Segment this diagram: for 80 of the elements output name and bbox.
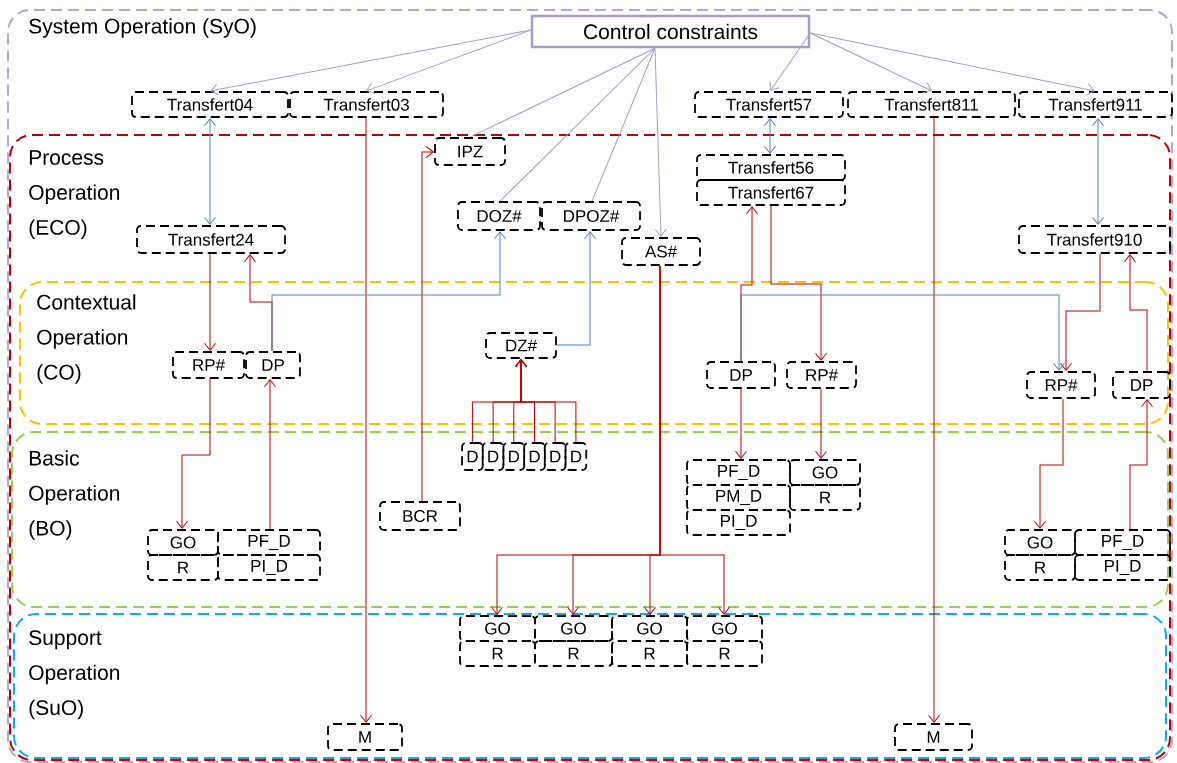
connector-line: [499, 47, 656, 202]
process-box: Transfert57: [694, 91, 844, 118]
arrow: [764, 118, 776, 154]
arrow: [1060, 253, 1101, 371]
process-box: Transfert24: [136, 225, 286, 254]
process-box: Transfert811: [847, 91, 1016, 118]
process-box: GO: [789, 459, 861, 486]
process-box: DP: [245, 351, 301, 379]
process-box: R: [1004, 554, 1076, 581]
process-box: RP#: [172, 351, 245, 379]
process-box: DP: [706, 361, 776, 389]
arrow: [809, 32, 932, 94]
arrow: [1034, 398, 1064, 529]
arrow: [366, 29, 532, 95]
process-box: DP: [1112, 371, 1171, 399]
process-box: R: [789, 484, 861, 511]
process-box: Transfert911: [1018, 91, 1173, 118]
connector-line: [469, 47, 656, 138]
process-box: GO: [459, 615, 536, 642]
process-box: R: [147, 554, 219, 581]
process-box: Transfert03: [289, 91, 444, 118]
arrow: [809, 32, 1095, 96]
process-box: GO: [147, 529, 219, 556]
process-box: GO: [534, 615, 613, 642]
process-box: BCR: [379, 501, 461, 531]
process-box: R: [459, 640, 536, 667]
process-box: DPOZ#: [541, 201, 641, 231]
process-box: R: [686, 640, 763, 667]
process-box: DOZ#: [457, 201, 541, 231]
process-box: D: [523, 442, 546, 471]
process-box: D: [543, 442, 567, 471]
process-box: D: [502, 442, 526, 471]
process-box: RP#: [1026, 371, 1096, 399]
arrow: [928, 117, 940, 723]
arrow: [421, 146, 434, 502]
arrow: [1129, 399, 1153, 530]
arrow: [204, 118, 216, 225]
process-box: IPZ: [434, 137, 506, 166]
arrow: [1124, 254, 1148, 372]
arrow: [176, 378, 211, 529]
process-box: D: [481, 442, 505, 471]
process-box: R: [611, 640, 688, 667]
process-box: PF_D: [217, 529, 321, 556]
arrow: [769, 32, 811, 91]
process-box: PI_D: [217, 554, 321, 581]
arrow: [360, 117, 372, 723]
process-box: Transfert04: [131, 91, 289, 118]
process-box: AS#: [621, 237, 701, 266]
connector-line: [591, 47, 656, 202]
arrow: [740, 294, 1065, 371]
arrow: [204, 253, 216, 351]
arrow: [735, 388, 747, 459]
process-box: M: [327, 723, 403, 751]
process-box: D: [564, 442, 588, 471]
arrow: [770, 205, 827, 361]
process-box: Transfert910: [1018, 225, 1171, 254]
arrow: [515, 359, 577, 443]
process-box: Transfert67: [696, 179, 846, 206]
process-box: RP#: [786, 361, 857, 389]
constraint-box: Control constraints: [530, 14, 811, 49]
process-box: GO: [686, 615, 763, 642]
process-box: PM_D: [686, 484, 791, 511]
arrow: [264, 379, 276, 530]
arrow: [654, 47, 667, 237]
arrow: [659, 265, 730, 615]
process-box: GO: [1004, 529, 1076, 556]
process-box: PF_D: [1074, 529, 1171, 556]
process-box: PI_D: [1074, 554, 1171, 581]
process-box: PI_D: [686, 509, 791, 536]
process-box: Transfert56: [696, 154, 846, 181]
process-box: M: [894, 723, 973, 751]
process-box: PF_D: [686, 459, 791, 486]
arrow: [1092, 118, 1104, 225]
process-box: R: [534, 640, 613, 667]
arrow: [815, 388, 827, 459]
process-box: D: [461, 442, 484, 471]
process-box: GO: [611, 615, 688, 642]
arrow: [271, 231, 506, 352]
process-box: DZ#: [485, 332, 557, 359]
arrow: [556, 231, 596, 346]
